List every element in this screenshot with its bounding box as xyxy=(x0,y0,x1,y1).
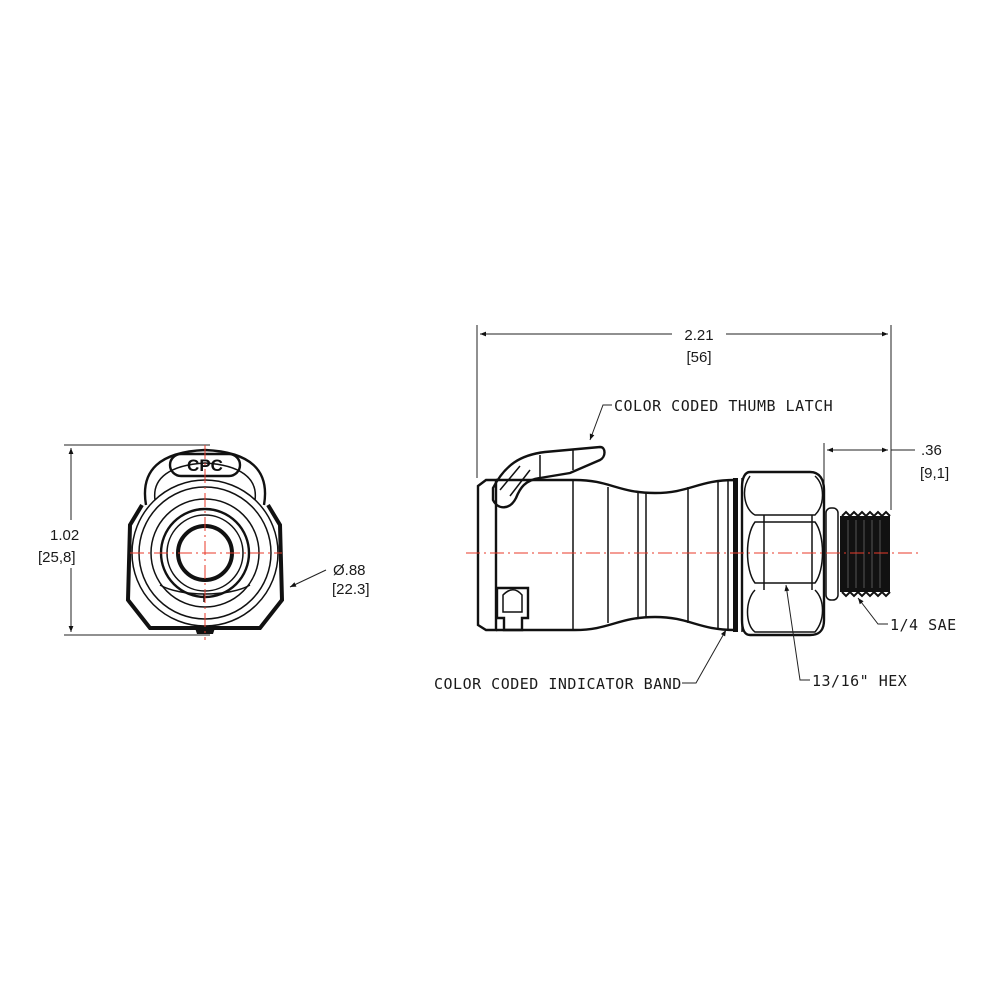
thread-dim-mm: [9,1] xyxy=(920,465,949,482)
coupling-end-face: CPC xyxy=(125,445,285,640)
thread-callout: 1/4 SAE xyxy=(857,597,957,634)
indicator-band-label: COLOR CODED INDICATOR BAND xyxy=(434,675,682,693)
coupling-body xyxy=(476,445,743,632)
thumb-latch-callout: COLOR CODED THUMB LATCH xyxy=(589,397,833,441)
thread-label: 1/4 SAE xyxy=(890,616,957,634)
height-dim-inch: 1.02 xyxy=(50,527,79,544)
diameter-dim-mm: [22.3] xyxy=(332,581,370,598)
indicator-band-callout: COLOR CODED INDICATOR BAND xyxy=(434,629,727,693)
threaded-end xyxy=(825,507,891,601)
diameter-dim-inch: Ø.88 xyxy=(333,562,366,579)
thread-length-dimension: .36 [9,1] xyxy=(823,442,949,510)
cpc-logo: CPC xyxy=(187,456,223,475)
thumb-latch-label: COLOR CODED THUMB LATCH xyxy=(614,397,833,415)
hex-label: 13/16" HEX xyxy=(812,672,907,690)
height-dimension: 1.02 [25,8] xyxy=(38,444,210,636)
end-view: 1.02 [25,8] CPC xyxy=(38,444,370,640)
height-dim-mm: [25,8] xyxy=(38,549,76,566)
diameter-dimension: Ø.88 [22.3] xyxy=(289,562,370,598)
thread-dim-inch: .36 xyxy=(921,442,942,459)
hex-callout: 13/16" HEX xyxy=(784,584,907,690)
length-dimension: 2.21 [56] xyxy=(476,318,892,510)
side-view: 2.21 [56] .36 [9,1] xyxy=(434,318,957,693)
length-dim-inch: 2.21 xyxy=(684,327,713,344)
length-dim-mm: [56] xyxy=(686,349,711,366)
